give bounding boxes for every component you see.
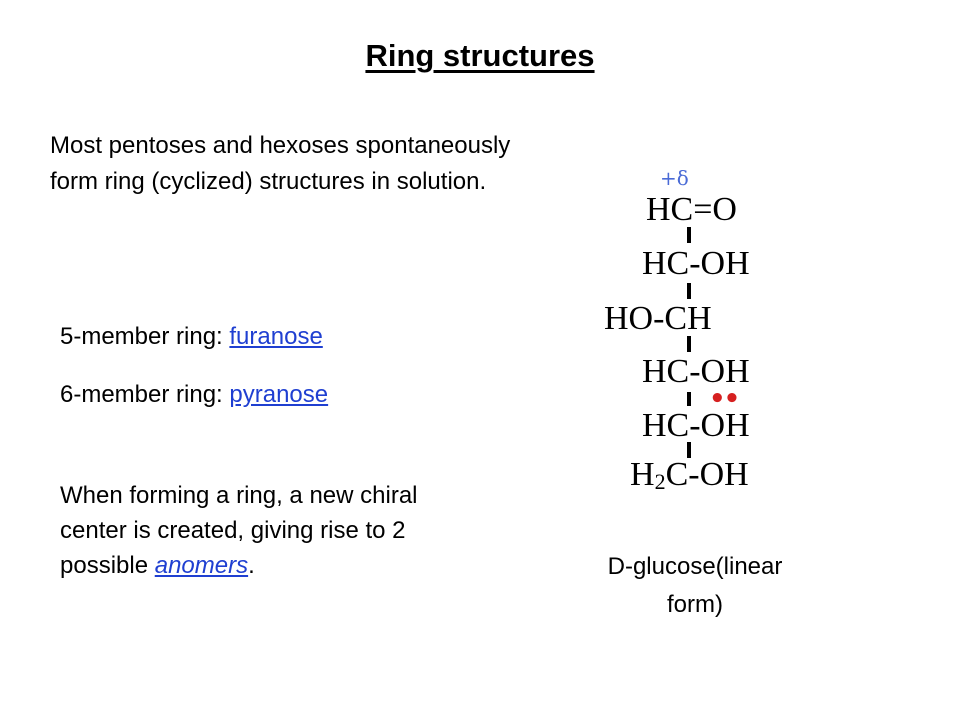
anomer-paragraph: When forming a ring, a new chiral center…: [60, 478, 420, 583]
slide-title: Ring structures: [365, 38, 595, 73]
structure-caption: D-glucose(linear form): [607, 553, 783, 618]
furanose-line: 5-member ring: furanose: [60, 322, 323, 352]
bond-line: [687, 442, 691, 458]
structure-row-c3: HO-CH: [604, 300, 712, 337]
h2-subscript: 2: [654, 469, 666, 494]
pyranose-label: 6-member ring:: [60, 381, 230, 408]
structure-row-c6: H2C-OH: [630, 455, 749, 502]
anomer-text: When forming a ring, a new chiral center…: [60, 482, 418, 579]
bond-line: [687, 392, 691, 406]
c6-suffix: C-OH: [665, 456, 749, 493]
structure-row-c5: HC-OH: [642, 407, 750, 444]
structure-row-aldehyde: HC=O: [646, 191, 737, 228]
h2-prefix: H: [630, 456, 655, 493]
intro-paragraph: Most pentoses and hexoses spontaneously …: [50, 132, 511, 195]
structure-row-c4: HC-OH: [642, 353, 750, 390]
furanose-label: 5-member ring:: [60, 323, 230, 350]
anomer-period: .: [248, 552, 255, 579]
furanose-link[interactable]: furanose: [229, 323, 323, 350]
partial-charge-label: +δ: [660, 166, 689, 190]
bond-line: [687, 336, 691, 352]
pyranose-link[interactable]: pyranose: [229, 381, 329, 408]
bond-line: [687, 227, 691, 243]
structure-row-c2: HC-OH: [642, 245, 750, 282]
anomers-link[interactable]: anomers: [154, 552, 249, 579]
bond-line: [687, 283, 691, 299]
pyranose-line: 6-member ring: pyranose: [60, 380, 328, 410]
lone-pair-dots: ••: [709, 384, 740, 414]
